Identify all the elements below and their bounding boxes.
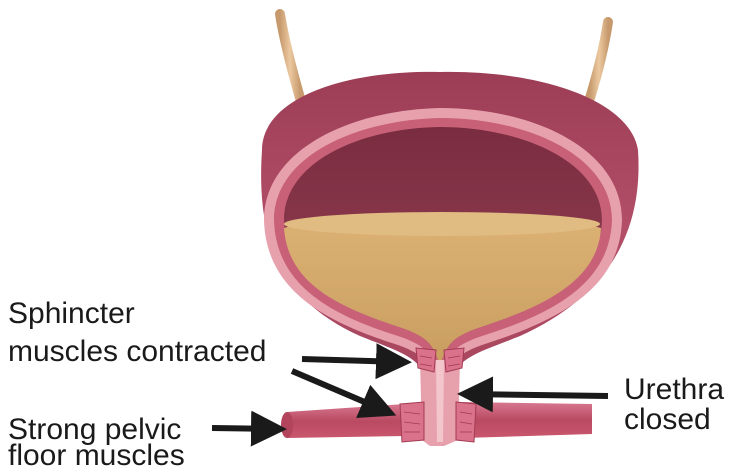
arrow-urethra: [466, 394, 608, 396]
urine-surface: [284, 212, 600, 236]
right-ureter: [590, 22, 608, 98]
arrow-sphincter-lower: [292, 371, 388, 412]
sphincter-label-line2: muscles contracted: [8, 334, 266, 370]
external-sphincter-right: [456, 402, 476, 442]
internal-sphincter-right: [444, 348, 464, 372]
arrow-pelvic-floor: [212, 428, 278, 429]
arrow-sphincter-upper: [302, 359, 403, 362]
urethra-label-line2: closed: [624, 402, 711, 438]
pelvic-floor-label-line2: floor muscles: [8, 438, 185, 474]
internal-sphincter-left: [416, 348, 436, 372]
pelvic-floor-right: [463, 402, 592, 438]
urine: [284, 218, 601, 361]
sphincter-label-line1: Sphincter: [8, 296, 135, 332]
pelvic-floor-left-end: [281, 412, 293, 438]
external-sphincter-left: [400, 402, 424, 442]
left-ureter: [280, 14, 300, 98]
pelvic-floor-left: [287, 404, 407, 438]
urethra-inner: [436, 360, 444, 442]
